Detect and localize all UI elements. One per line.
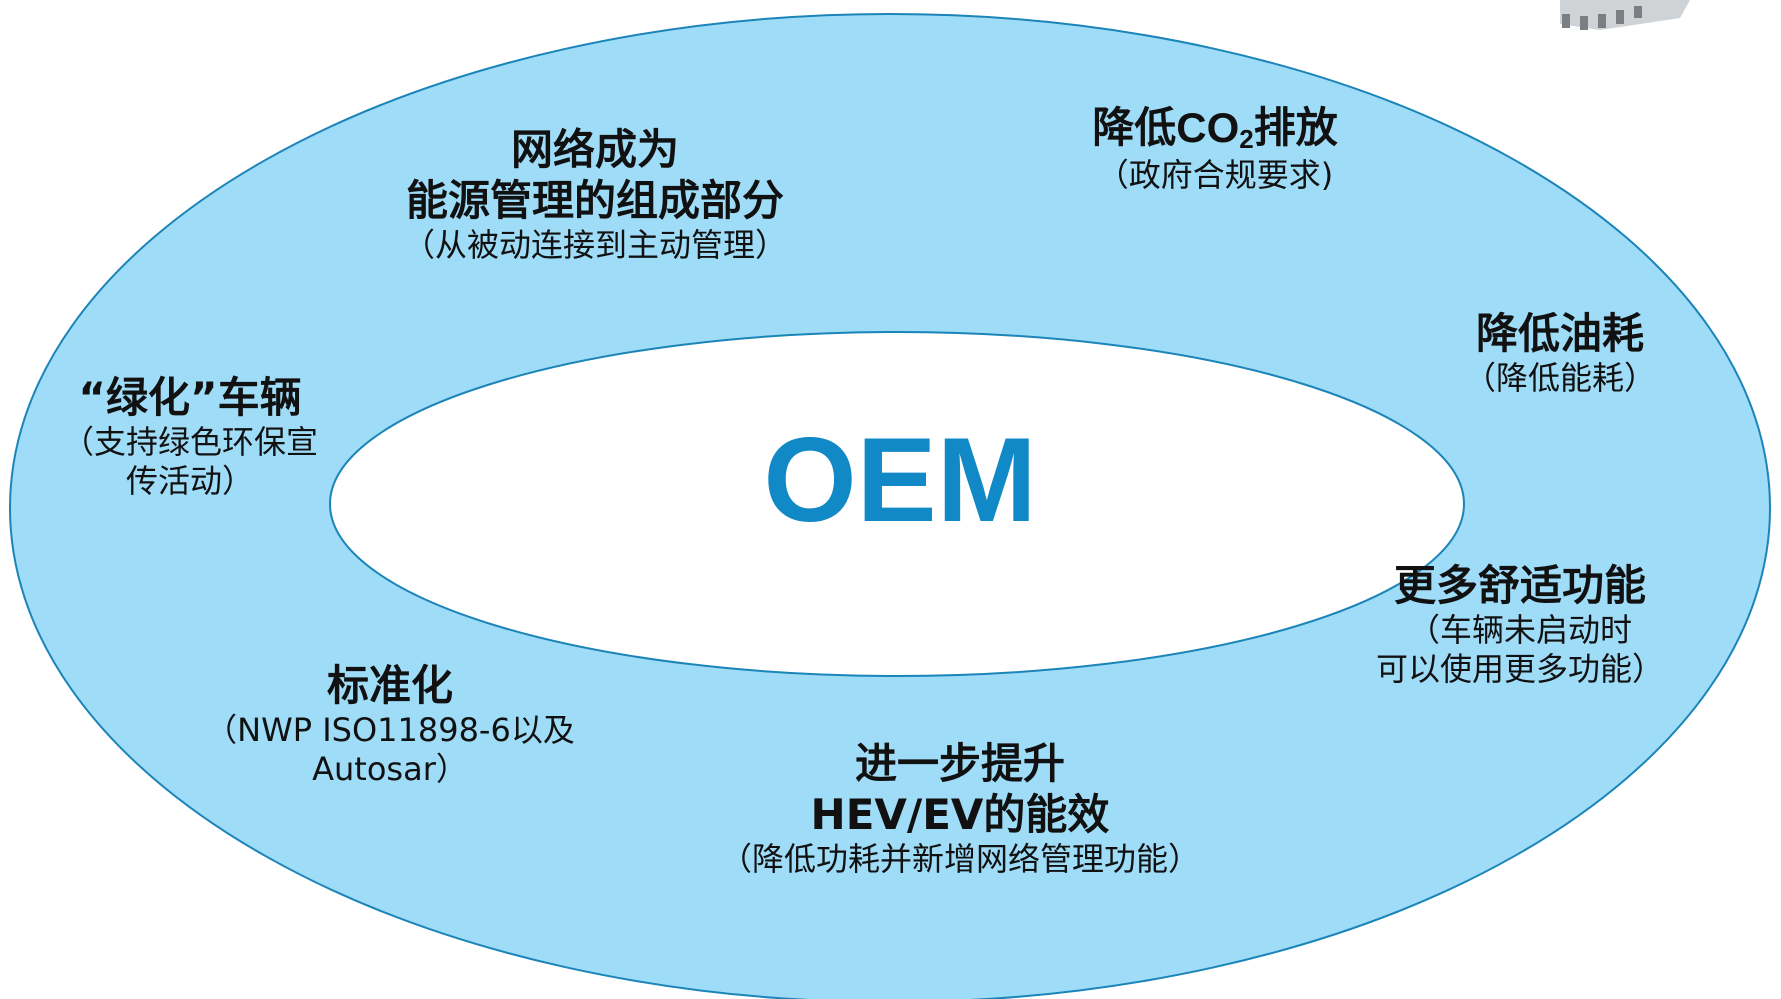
- item-green: “绿化”车辆 （支持绿色环保宣 传活动）: [30, 372, 350, 501]
- item-subtext: （支持绿色环保宣: [61, 423, 318, 462]
- item-heading: 进一步提升: [854, 739, 1065, 788]
- item-fuel: 降低油耗 （降低能耗）: [1420, 308, 1700, 398]
- item-co2: 降低CO2排放 （政府合规要求): [1040, 102, 1390, 195]
- item-subtext: 可以使用更多功能）: [1375, 650, 1664, 689]
- center-label: OEM: [763, 413, 1037, 547]
- item-comfort: 更多舒适功能 （车辆未启动时 可以使用更多功能）: [1340, 560, 1700, 689]
- item-heading: 能源管理的组成部分: [405, 176, 784, 226]
- item-subtext: （政府合规要求): [1096, 155, 1334, 194]
- inner-ellipse: [329, 331, 1465, 677]
- item-subtext: （从被动连接到主动管理）: [402, 226, 787, 265]
- item-hev-ev: 进一步提升 HEV/EV的能效 （降低功耗并新增网络管理功能）: [680, 738, 1240, 880]
- item-heading: “绿化”车辆: [78, 373, 302, 422]
- item-heading: 降低油耗: [1475, 309, 1644, 358]
- item-subtext: （降低能耗）: [1463, 359, 1656, 398]
- item-subtext: Autosar）: [312, 750, 468, 789]
- chip-graphic: [1560, 0, 1690, 30]
- item-standard: 标准化 （NWP ISO11898-6以及 Autosar）: [185, 660, 595, 789]
- item-subtext: （车辆未启动时: [1407, 611, 1632, 650]
- item-heading: 标准化: [326, 661, 453, 710]
- item-subtext: 传活动）: [125, 462, 254, 501]
- item-network-energy: 网络成为 能源管理的组成部分 （从被动连接到主动管理）: [335, 124, 855, 266]
- item-heading: 降低CO2排放: [1092, 104, 1338, 154]
- item-heading: HEV/EV的能效: [810, 790, 1110, 840]
- item-subtext: （NWP ISO11898-6以及: [205, 711, 575, 750]
- item-heading: 网络成为: [510, 125, 679, 174]
- item-heading: 更多舒适功能: [1393, 561, 1646, 610]
- item-subtext: （降低功耗并新增网络管理功能）: [719, 840, 1200, 879]
